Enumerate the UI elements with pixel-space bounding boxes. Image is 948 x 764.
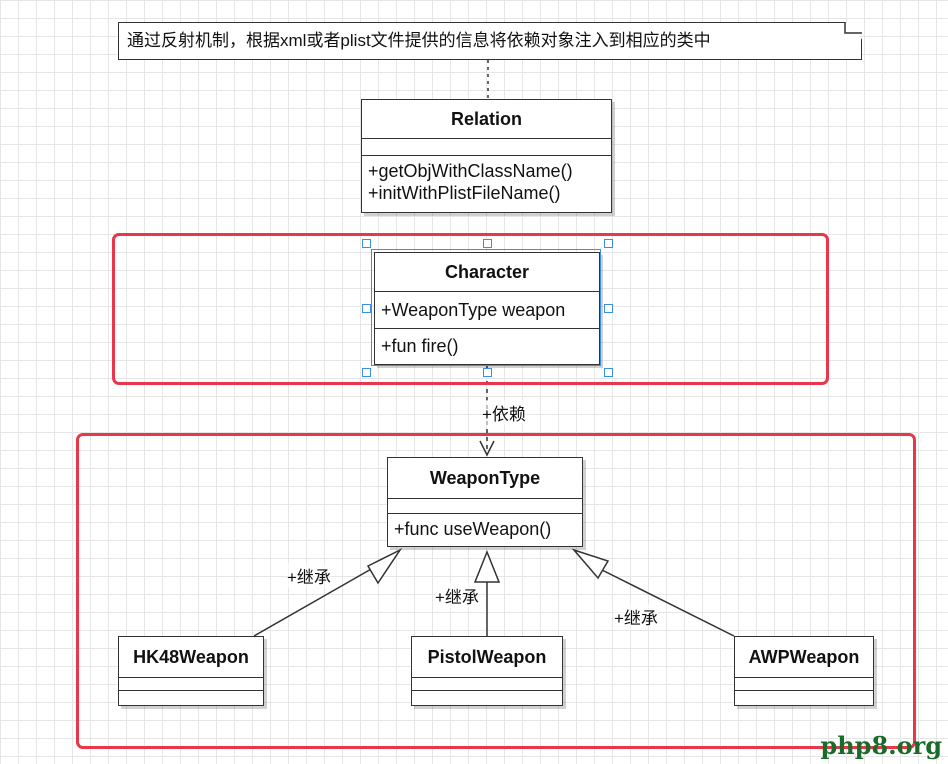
class-name: HK48Weapon: [119, 637, 263, 678]
class-attributes: [735, 678, 873, 691]
note-text: 通过反射机制，根据xml或者plist文件提供的信息将依赖对象注入到相应的类中: [127, 31, 711, 50]
class-name: Relation: [362, 100, 611, 139]
class-character[interactable]: Character +WeaponType weapon +fun fire(): [374, 252, 600, 365]
class-attributes: [412, 678, 562, 691]
class-name: Character: [375, 253, 599, 292]
resize-handle-right[interactable]: [604, 304, 613, 313]
resize-handle-bottom-right[interactable]: [604, 368, 613, 377]
dependency-arrowhead: [479, 440, 495, 457]
resize-handle-left[interactable]: [362, 304, 371, 313]
inherit-line-awp: [597, 567, 735, 637]
resize-handle-bottom-left[interactable]: [362, 368, 371, 377]
resize-handle-top[interactable]: [483, 239, 492, 248]
class-name: WeaponType: [388, 458, 582, 499]
class-methods: +getObjWithClassName() +initWithPlistFil…: [362, 156, 611, 204]
resize-handle-top-left[interactable]: [362, 239, 371, 248]
class-pistol-weapon[interactable]: PistolWeapon: [411, 636, 563, 706]
resize-handle-top-right[interactable]: [604, 239, 613, 248]
method-item: +getObjWithClassName(): [368, 161, 573, 181]
inherit-arrow-pistol: [473, 549, 501, 583]
class-methods: [412, 691, 562, 703]
watermark-logo: php8.org: [820, 731, 943, 760]
attribute-item: +WeaponType weapon: [381, 300, 566, 320]
class-name: PistolWeapon: [412, 637, 562, 678]
resize-handle-bottom[interactable]: [483, 368, 492, 377]
class-hk48-weapon[interactable]: HK48Weapon: [118, 636, 264, 706]
inherit-label-pistol: +继承: [435, 583, 479, 608]
dependency-label: +依赖: [482, 400, 526, 425]
class-methods: +fun fire(): [375, 329, 599, 364]
class-attributes: [388, 499, 582, 514]
class-name: AWPWeapon: [735, 637, 873, 678]
method-item: +initWithPlistFileName(): [368, 183, 561, 203]
class-awp-weapon[interactable]: AWPWeapon: [734, 636, 874, 706]
inherit-label-hk48: +继承: [287, 563, 331, 588]
highlight-box-character: [112, 233, 829, 385]
highlight-box-weapons: [76, 433, 916, 749]
class-methods: +func useWeapon(): [388, 514, 582, 547]
annotation-note[interactable]: 通过反射机制，根据xml或者plist文件提供的信息将依赖对象注入到相应的类中: [118, 22, 862, 60]
inherit-line-hk48: [253, 563, 381, 637]
class-methods: [735, 691, 873, 703]
inherit-label-awp: +继承: [614, 604, 658, 629]
method-item: +func useWeapon(): [394, 519, 552, 539]
class-attributes: [362, 139, 611, 156]
inherit-arrow-hk48: [366, 548, 403, 585]
class-methods: [119, 691, 263, 703]
class-relation[interactable]: Relation +getObjWithClassName() +initWit…: [361, 99, 612, 213]
note-fold-corner: [844, 22, 862, 34]
method-item: +fun fire(): [381, 336, 459, 356]
class-weapon-type[interactable]: WeaponType +func useWeapon(): [387, 457, 583, 547]
class-attributes: [119, 678, 263, 691]
inherit-arrow-awp: [571, 548, 610, 580]
class-attributes: +WeaponType weapon: [375, 292, 599, 329]
